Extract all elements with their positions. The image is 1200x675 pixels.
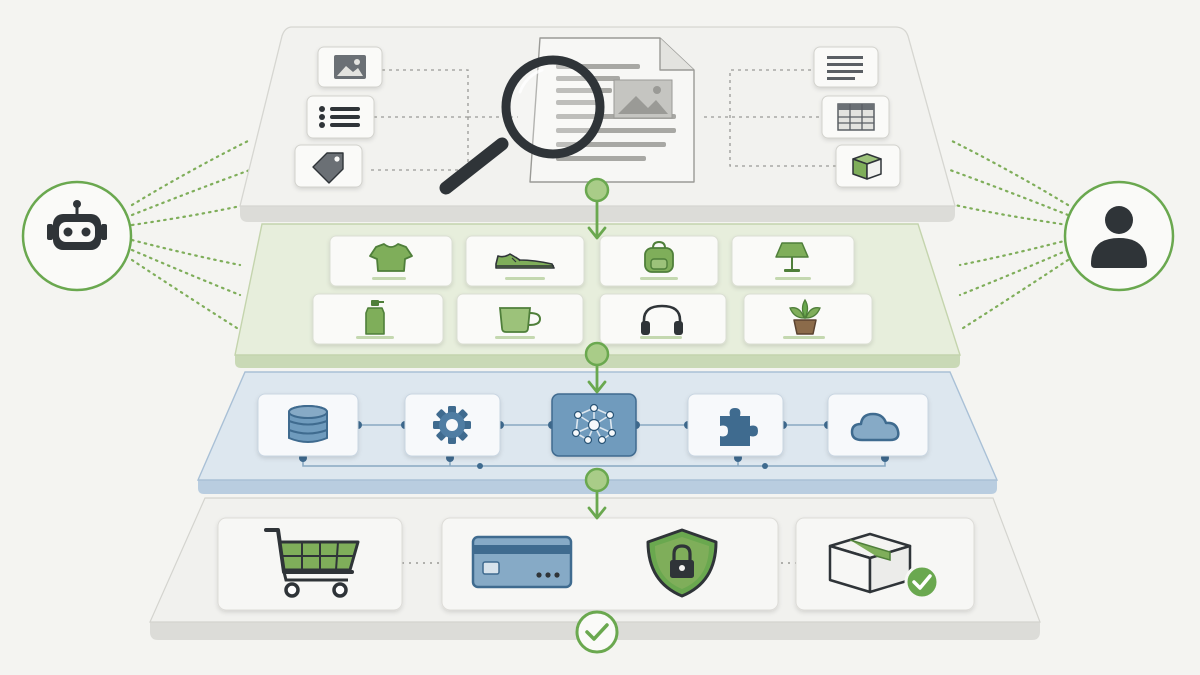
final-check-badge [575, 610, 619, 654]
magnifier-icon [439, 55, 605, 195]
table-icon [837, 103, 875, 131]
headphones-icon [641, 304, 683, 335]
product-card-bottle[interactable] [312, 293, 444, 345]
table-asset-tile[interactable] [821, 95, 890, 139]
user-avatar[interactable] [1063, 180, 1175, 292]
gear-node[interactable] [404, 393, 501, 457]
delivered-box-icon [828, 532, 940, 600]
sneaker-icon [495, 253, 555, 269]
agent-avatar[interactable] [21, 180, 133, 292]
list-asset-tile[interactable] [306, 95, 375, 139]
text-lines-icon [827, 56, 863, 80]
gear-icon [433, 406, 471, 444]
package-icon [852, 153, 882, 180]
user-dotted-connectors [948, 138, 1070, 332]
content-connectors [370, 69, 836, 171]
database-icon [288, 405, 328, 443]
product-card-headphones[interactable] [599, 293, 727, 345]
lock-shield-icon [646, 528, 718, 598]
flow-nodes [584, 177, 610, 493]
database-node[interactable] [257, 393, 359, 457]
mug-icon [499, 307, 542, 333]
delivery-card[interactable] [795, 517, 975, 611]
catalog-layer [234, 223, 961, 368]
package-asset-tile[interactable] [835, 144, 901, 188]
flow-arrows [587, 198, 607, 520]
document-thumbnail [613, 79, 673, 119]
backpack-icon [644, 240, 674, 273]
agent-dotted-connectors [130, 138, 252, 332]
content-layer [239, 26, 956, 222]
payment-security-card[interactable] [441, 517, 779, 611]
lamp-icon [775, 242, 809, 272]
checkmark-icon [585, 623, 609, 641]
checkout-layer [149, 497, 1041, 654]
tag-icon [312, 152, 344, 184]
list-icon [319, 106, 360, 128]
cloud-node[interactable] [827, 393, 929, 457]
person-icon [1091, 206, 1147, 268]
robot-icon [47, 200, 107, 250]
cloud-icon [850, 412, 900, 442]
product-card-plant[interactable] [743, 293, 873, 345]
product-card-tshirt[interactable] [329, 235, 453, 287]
credit-card-icon [471, 535, 573, 589]
product-card-sneaker[interactable] [465, 235, 585, 287]
cart-card[interactable] [217, 517, 403, 611]
tshirt-icon [369, 243, 413, 272]
cart-icon [264, 528, 360, 598]
image-asset-tile[interactable] [317, 46, 383, 88]
integration-layer [196, 371, 999, 494]
bottle-icon [365, 300, 385, 335]
plant-icon [789, 298, 821, 335]
text-asset-tile[interactable] [813, 46, 879, 88]
product-card-backpack[interactable] [599, 235, 719, 287]
puzzle-icon [720, 408, 758, 446]
network-hub-icon [571, 403, 617, 445]
product-card-lamp[interactable] [731, 235, 855, 287]
tag-asset-tile[interactable] [294, 144, 363, 188]
puzzle-node[interactable] [687, 393, 784, 457]
image-icon [334, 55, 366, 79]
network-hub-node[interactable] [551, 393, 637, 457]
product-card-mug[interactable] [456, 293, 584, 345]
